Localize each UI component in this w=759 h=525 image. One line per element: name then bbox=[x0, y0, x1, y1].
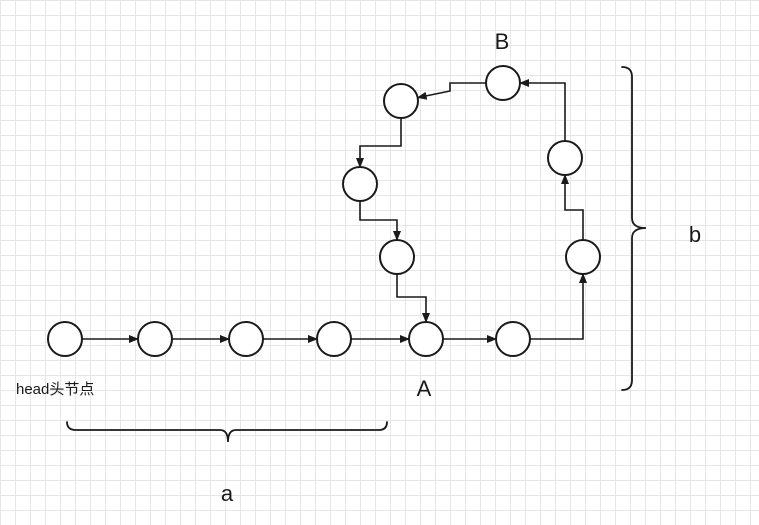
node-A bbox=[408, 321, 444, 357]
edge-n11-n12 bbox=[359, 201, 401, 241]
edges bbox=[82, 79, 587, 343]
node-n8 bbox=[547, 140, 583, 176]
brace-b bbox=[621, 66, 647, 391]
distance-b-label: b bbox=[689, 222, 701, 247]
node-n11 bbox=[342, 166, 378, 202]
node-n10 bbox=[383, 83, 419, 119]
edge-n7-n8 bbox=[561, 174, 584, 240]
edge-n8-B bbox=[519, 79, 566, 141]
node-n12 bbox=[379, 239, 415, 275]
edge-B-n10 bbox=[416, 82, 486, 100]
node-n4 bbox=[316, 321, 352, 357]
node-B bbox=[485, 65, 521, 101]
node-b-label: B bbox=[495, 29, 510, 54]
brace-a bbox=[66, 421, 388, 443]
edge-n12-A bbox=[396, 274, 430, 323]
node-n2 bbox=[137, 321, 173, 357]
node-n1 bbox=[47, 321, 83, 357]
node-n6 bbox=[495, 321, 531, 357]
node-a-label: A bbox=[417, 376, 432, 401]
distance-a-label: a bbox=[221, 481, 234, 506]
edge-n10-n11 bbox=[356, 118, 402, 168]
edge-n6-n7 bbox=[530, 273, 587, 340]
head-node-label: head头节点 bbox=[16, 381, 94, 398]
node-n7 bbox=[565, 239, 601, 275]
node-n3 bbox=[228, 321, 264, 357]
nodes bbox=[47, 65, 601, 357]
